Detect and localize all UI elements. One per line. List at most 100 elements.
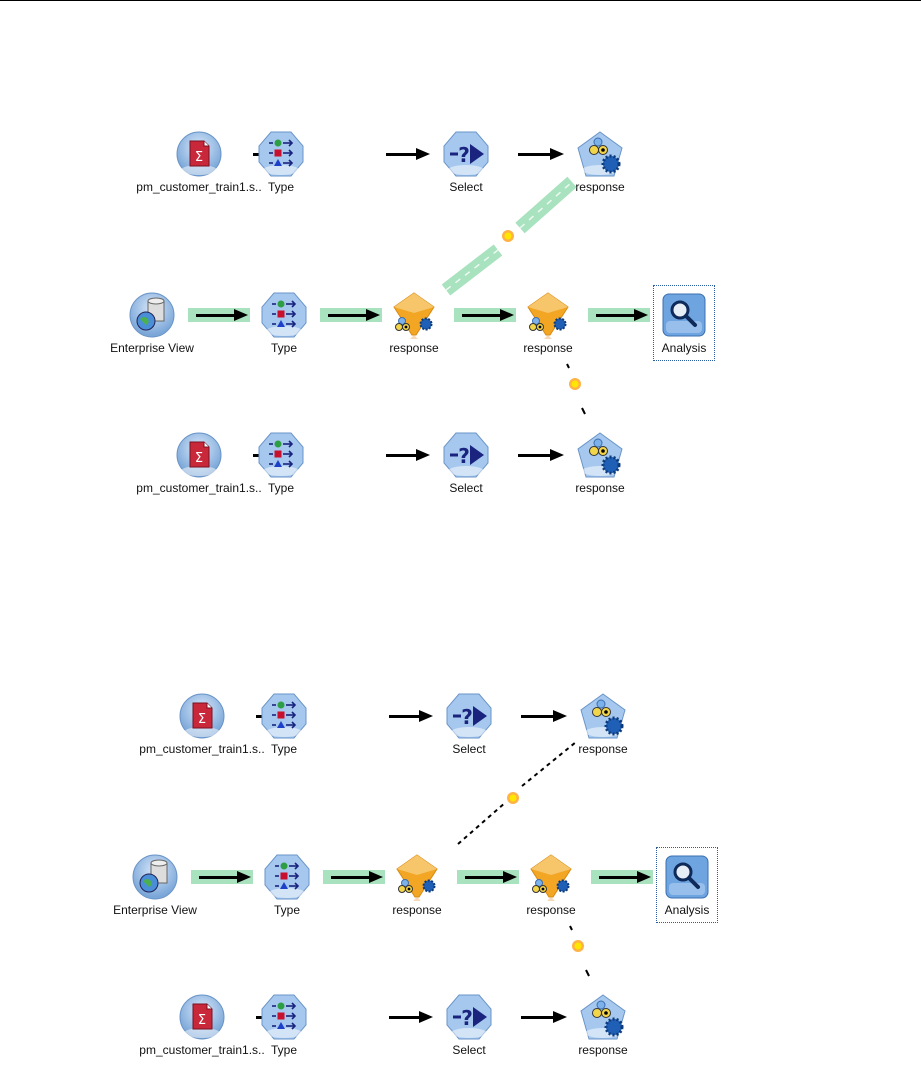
node-select[interactable]: ? Select xyxy=(421,431,511,501)
selection-outline xyxy=(653,285,715,361)
node-analysis[interactable]: Analysis xyxy=(639,291,729,361)
arrow-shaft xyxy=(389,715,421,718)
node-model-nugget[interactable]: response xyxy=(503,291,593,361)
svg-text:Σ: Σ xyxy=(198,712,206,727)
model-builder-icon xyxy=(579,692,627,740)
svg-text:?: ? xyxy=(461,1006,473,1030)
node-analysis[interactable]: Analysis xyxy=(642,853,732,923)
node-model-nugget[interactable]: response xyxy=(372,853,462,923)
arrow-shaft xyxy=(386,454,418,457)
arrow-shaft xyxy=(518,454,552,457)
node-model-nugget[interactable]: response xyxy=(369,291,459,361)
type-icon xyxy=(260,291,308,339)
svg-text:Σ: Σ xyxy=(195,451,203,466)
source-file-icon: Σ xyxy=(178,692,226,740)
node-type[interactable]: Type xyxy=(236,130,326,200)
node-select[interactable]: ? Select xyxy=(421,130,511,200)
node-model-nugget[interactable]: response xyxy=(506,853,596,923)
model-builder-icon xyxy=(576,130,624,178)
node-label: Select xyxy=(449,481,482,495)
node-label: Type xyxy=(271,1043,297,1057)
node-label: Enterprise View xyxy=(110,341,194,355)
node-model-builder[interactable]: response xyxy=(558,993,648,1063)
arrow-shaft xyxy=(386,153,418,156)
model-nugget-icon xyxy=(524,291,572,339)
svg-text:?: ? xyxy=(458,444,470,468)
enterprise-view-icon xyxy=(128,291,176,339)
node-label: response xyxy=(392,903,441,917)
model-nugget-icon xyxy=(390,291,438,339)
node-type[interactable]: Type xyxy=(236,431,326,501)
arrow-shaft xyxy=(196,314,236,317)
type-icon xyxy=(257,130,305,178)
select-icon: ? xyxy=(442,130,490,178)
type-icon xyxy=(257,431,305,479)
arrow-shaft xyxy=(199,876,239,879)
node-type[interactable]: Type xyxy=(239,993,329,1063)
enterprise-view-icon xyxy=(131,853,179,901)
arrow-shaft xyxy=(521,1016,555,1019)
node-label: Enterprise View xyxy=(113,903,197,917)
model-nugget-icon xyxy=(527,853,575,901)
node-label: response xyxy=(578,1043,627,1057)
source-file-icon: Σ xyxy=(178,993,226,1041)
node-model-builder[interactable]: response xyxy=(555,431,645,501)
arrow-shaft xyxy=(389,1016,421,1019)
arrow-shaft xyxy=(331,876,371,879)
model-link-bottom[interactable] xyxy=(567,364,585,414)
model-link-bottom[interactable] xyxy=(570,926,589,976)
model-nugget-icon xyxy=(393,853,441,901)
type-icon xyxy=(260,993,308,1041)
node-select[interactable]: ? Select xyxy=(424,993,514,1063)
node-label: Select xyxy=(452,1043,485,1057)
node-type[interactable]: Type xyxy=(242,853,332,923)
source-file-icon: Σ xyxy=(175,431,223,479)
type-icon xyxy=(263,853,311,901)
select-icon: ? xyxy=(445,692,493,740)
node-label: response xyxy=(575,180,624,194)
svg-text:Σ: Σ xyxy=(195,150,203,165)
arrow-shaft xyxy=(328,314,368,317)
node-label: Select xyxy=(449,180,482,194)
arrow-shaft xyxy=(521,715,555,718)
node-enterprise-view[interactable]: Enterprise View xyxy=(110,853,200,923)
arrow-shaft xyxy=(518,153,552,156)
svg-text:?: ? xyxy=(458,143,470,167)
link-spark-icon xyxy=(502,230,514,242)
node-label: response xyxy=(575,481,624,495)
node-select[interactable]: ? Select xyxy=(424,692,514,762)
node-label: response xyxy=(578,742,627,756)
node-label: Type xyxy=(274,903,300,917)
node-label: Type xyxy=(271,742,297,756)
node-label: Type xyxy=(268,180,294,194)
node-label: Select xyxy=(452,742,485,756)
node-type[interactable]: Type xyxy=(239,692,329,762)
node-label: Type xyxy=(268,481,294,495)
node-label: response xyxy=(526,903,575,917)
node-model-builder[interactable]: response xyxy=(555,130,645,200)
node-enterprise-view[interactable]: Enterprise View xyxy=(107,291,197,361)
link-spark-icon xyxy=(572,940,584,952)
type-icon xyxy=(260,692,308,740)
link-spark-icon xyxy=(507,792,519,804)
node-label: Type xyxy=(271,341,297,355)
arrow-shaft xyxy=(599,876,639,879)
arrow-shaft xyxy=(596,314,636,317)
arrow-shaft xyxy=(462,314,502,317)
select-icon: ? xyxy=(445,993,493,1041)
svg-text:Σ: Σ xyxy=(198,1013,206,1028)
model-builder-icon xyxy=(579,993,627,1041)
arrow-shaft xyxy=(465,876,505,879)
selection-outline xyxy=(656,847,718,923)
link-spark-icon xyxy=(569,378,581,390)
node-model-builder[interactable]: response xyxy=(558,692,648,762)
svg-text:?: ? xyxy=(461,705,473,729)
node-type[interactable]: Type xyxy=(239,291,329,361)
node-label: response xyxy=(389,341,438,355)
